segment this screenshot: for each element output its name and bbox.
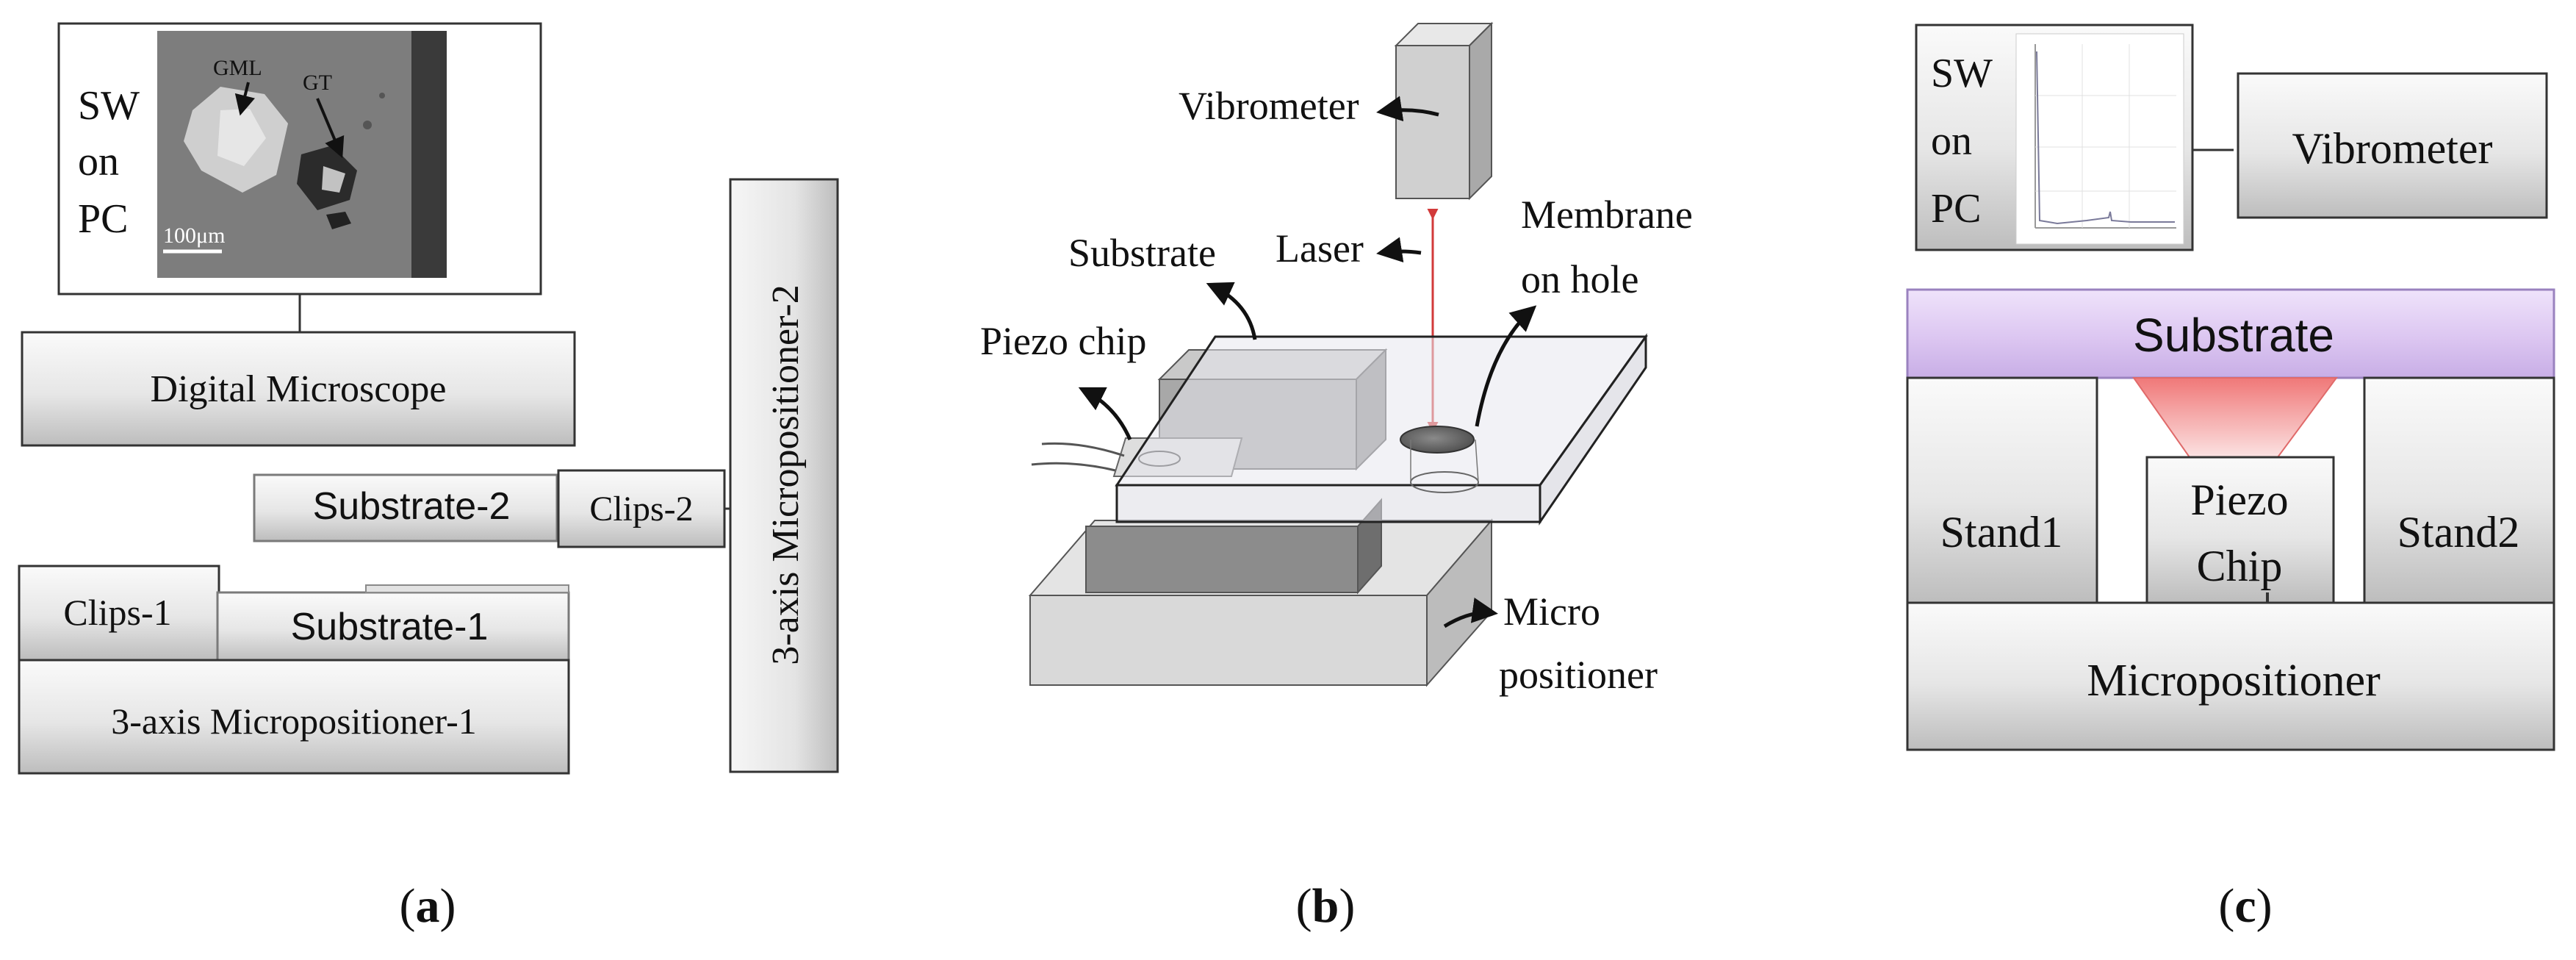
substrate-pointer <box>1206 282 1257 340</box>
piezo-label-c-line1: Piezo <box>2190 476 2288 524</box>
panel-c: SW on PC Vibrometer Substrate Stand1 Pie… <box>1906 24 2555 933</box>
pc-label-line1: SW <box>78 83 140 129</box>
pc-label-c-line2: on <box>1931 118 1972 164</box>
pc-label-c-line1: SW <box>1931 51 1993 96</box>
membrane-disc <box>1400 426 1475 454</box>
micro-positioner-front <box>1029 595 1428 686</box>
substrate-1-label: Substrate-1 <box>291 606 489 648</box>
laser-label: Laser <box>1276 226 1364 271</box>
micrograph-image: GML GT 100μm <box>157 31 447 278</box>
pc-label-line3: PC <box>78 196 129 242</box>
clips-1-block <box>18 565 220 662</box>
membrane-hole-wall-right <box>1475 439 1479 483</box>
digital-microscope-box <box>21 331 576 447</box>
membrane-pointer <box>1475 305 1537 427</box>
piezo-chip-block-c <box>2145 456 2335 604</box>
substrate-bar-c <box>1906 288 2555 379</box>
caption-b-letter: b <box>1312 879 1339 933</box>
pc-label-c-line3: PC <box>1931 186 1982 232</box>
micro-positioner-label-line2: positioner <box>1499 653 1658 697</box>
vibrometer-pointer <box>1376 96 1439 122</box>
clips-2-block <box>557 469 726 548</box>
clips-2-label: Clips-2 <box>589 490 693 529</box>
vibrometer-front-face <box>1395 45 1470 199</box>
vibrometer-label: Vibrometer <box>1179 84 1359 128</box>
stand2-label: Stand2 <box>2397 508 2520 556</box>
micropositioner-1-label: 3-axis Micropositioner-1 <box>111 701 477 742</box>
caption-b: (b) <box>1296 879 1356 933</box>
substrate-slab-front <box>1115 484 1541 523</box>
stand1-block <box>1906 376 2098 604</box>
piezo-wire-1 <box>1041 442 1125 457</box>
micrograph-scale-label: 100μm <box>163 223 225 248</box>
micropositioner-2-block <box>729 178 839 773</box>
micropositioner-2-label: 3-axis Micropositioner-2 <box>765 284 807 665</box>
substrate-2-block <box>253 473 558 542</box>
caption-c-letter: c <box>2234 879 2256 933</box>
piezo-chip-label: Piezo chip <box>980 319 1146 363</box>
caption-a-letter: a <box>416 879 440 933</box>
digital-microscope-label: Digital Microscope <box>151 368 447 410</box>
substrate-label: Substrate <box>1068 231 1216 275</box>
substrate-2-label: Substrate-2 <box>313 485 511 528</box>
substrate-1-block <box>216 591 570 663</box>
laser-spot-cone <box>2132 377 2338 458</box>
plot-thumbnail <box>2015 33 2184 245</box>
membrane-label-line1: Membrane <box>1521 193 1693 237</box>
substrate-1-top-sheet <box>365 584 569 593</box>
micro-positioner-pointer <box>1443 597 1498 628</box>
vibrometer-box-c <box>2237 72 2548 219</box>
micropositioner-1-block <box>18 659 570 775</box>
pc-label-line2: on <box>78 139 119 185</box>
holder-block-front <box>1085 526 1359 593</box>
piezo-chip-pointer <box>1078 387 1132 440</box>
panel-b: Vibrometer Laser Membrane on hole S <box>980 21 1693 933</box>
laser-pointer <box>1376 237 1422 263</box>
gml-pointer <box>234 82 256 116</box>
membrane-label-line2: on hole <box>1521 257 1638 301</box>
micropositioner-label-c: Micropositioner <box>2087 656 2381 706</box>
panel-a: SW on PC GML GT 100μm Digital Microscope… <box>18 22 839 933</box>
vibrometer-side-face <box>1469 21 1492 201</box>
stand1-label: Stand1 <box>1940 508 2063 556</box>
micropositioner-block-c <box>1906 601 2555 751</box>
substrate-label-c: Substrate <box>2133 309 2334 362</box>
micrograph-gt-label: GT <box>303 71 332 95</box>
micro-positioner-label-line1: Micro <box>1503 590 1600 634</box>
stand2-block <box>2363 376 2555 604</box>
piezo-label-c-line2: Chip <box>2197 542 2283 590</box>
micrograph-gml-label: GML <box>213 56 262 80</box>
piezo-wire-2 <box>1031 462 1116 472</box>
gt-pointer <box>316 98 345 159</box>
clips-1-label: Clips-1 <box>63 592 171 633</box>
caption-c: (c) <box>2218 879 2272 933</box>
vibrometer-label-c: Vibrometer <box>2292 124 2493 173</box>
caption-a: (a) <box>400 879 456 933</box>
